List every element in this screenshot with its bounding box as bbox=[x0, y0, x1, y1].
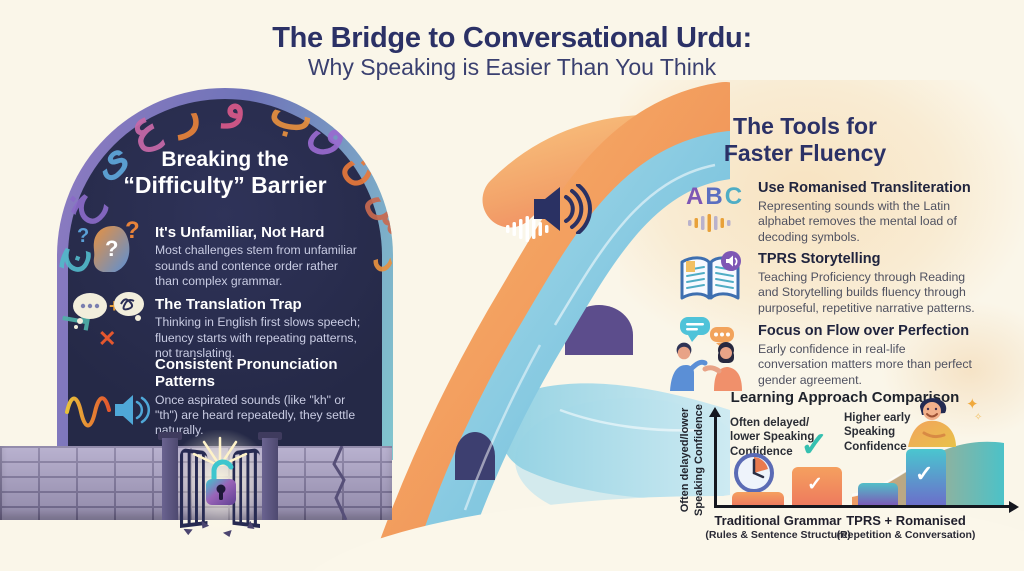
speaker-icon bbox=[534, 184, 592, 234]
left-panel-heading-line2: “Difficulty” Barrier bbox=[123, 172, 327, 198]
padlock-icon bbox=[206, 459, 236, 505]
left-item-title: Consistent Pronunciation Patterns bbox=[155, 356, 338, 391]
tool-body: Teaching Proficiency through Reading and… bbox=[758, 269, 975, 315]
head-question-icon: ? ? ? bbox=[77, 218, 140, 272]
difficulty-barrier-panel: ج خ ی ع ر و ب ق ن س د ط Breaking the “Di… bbox=[57, 88, 393, 460]
tool-body: Representing sounds with the Latin alpha… bbox=[758, 198, 957, 244]
wall-crack bbox=[332, 446, 348, 520]
left-panel-heading: Breaking the bbox=[161, 148, 289, 171]
x-axis bbox=[714, 505, 1010, 508]
gate-post-cap bbox=[258, 432, 282, 440]
svg-text:?: ? bbox=[77, 225, 89, 247]
tools-panel: The Tools for Faster Fluency ABC Use Rom… bbox=[660, 95, 1020, 395]
chart-y-axis-label: Often delayed/lower Speaking Confidence bbox=[679, 404, 705, 516]
svg-text:✕: ✕ bbox=[98, 326, 116, 351]
learning-approach-chart: Learning Approach Comparison Often delay… bbox=[660, 385, 1024, 571]
page-title: The Bridge to Conversational Urdu: bbox=[272, 22, 752, 54]
thought-clouds-translation-icon: + ✕ bbox=[73, 292, 144, 351]
sparkle-icon: ✦ bbox=[966, 396, 979, 413]
sparkle-icon: ✧ bbox=[974, 412, 983, 423]
teal-checkmark-icon: ✓ bbox=[800, 426, 829, 464]
bridge-river-illustration bbox=[377, 82, 730, 571]
svg-text:?: ? bbox=[105, 236, 118, 261]
tools-heading-line1: The Tools for bbox=[733, 113, 877, 139]
gate-post bbox=[162, 438, 178, 520]
mini-equalizer-icon bbox=[688, 214, 731, 232]
bar-traditional-tall: ✓ bbox=[792, 467, 842, 505]
bar-traditional-short bbox=[732, 492, 784, 505]
peach-cloud-small bbox=[880, 300, 1024, 440]
clock-icon bbox=[734, 453, 774, 493]
happy-learner-character bbox=[908, 398, 956, 447]
x-axis-arrow bbox=[1009, 500, 1019, 513]
chart-left-annotation: Often delayed/ lower Speaking Confidence bbox=[730, 417, 815, 458]
chart-right-annotation: Higher early Speaking Confidence bbox=[844, 412, 911, 453]
checkmark-icon: ✓ bbox=[915, 461, 934, 486]
y-axis-arrow bbox=[709, 407, 721, 417]
svg-text:?: ? bbox=[125, 218, 140, 244]
conversation-people-icon bbox=[670, 317, 742, 391]
x-label-traditional: Traditional Grammar bbox=[714, 513, 842, 528]
arch-inner-background bbox=[68, 99, 382, 460]
calligraphy-glyph: و bbox=[223, 88, 248, 129]
x-label-tprs: TPRS + Romanised bbox=[846, 513, 966, 528]
left-item-title: It's Unfamiliar, Not Hard bbox=[155, 224, 325, 241]
gate-post bbox=[262, 438, 278, 520]
equalizer-icon bbox=[506, 216, 549, 242]
y-axis bbox=[714, 416, 717, 506]
tool-body: Early confidence in real-life conversati… bbox=[758, 341, 972, 387]
page-subtitle: Why Speaking is Easier Than You Think bbox=[307, 54, 717, 80]
tool-title: TPRS Storytelling bbox=[758, 251, 881, 267]
left-item-title: The Translation Trap bbox=[155, 296, 302, 313]
tool-title: Use Romanised Transliteration bbox=[758, 180, 971, 196]
chart-title: Learning Approach Comparison bbox=[730, 389, 960, 406]
checkmark-icon: ✓ bbox=[807, 474, 823, 495]
gate-post-cap bbox=[158, 432, 182, 440]
bar-tprs-short bbox=[858, 483, 898, 505]
abc-soundwave-icon: ABC bbox=[686, 183, 745, 210]
open-book-audio-icon bbox=[680, 251, 741, 300]
left-item-body: Once aspirated sounds (like "kh" or "th"… bbox=[155, 392, 356, 438]
tool-title: Focus on Flow over Perfection bbox=[758, 323, 970, 339]
x-sublabel-tprs: (Repetition & Conversation) bbox=[836, 528, 976, 541]
tools-heading-line2: Faster Fluency bbox=[723, 140, 887, 167]
x-sublabel-traditional: (Rules & Sentence Structure) bbox=[705, 528, 851, 541]
left-item-body: Thinking in English first slows speech; … bbox=[155, 315, 361, 360]
left-item-body: Most challenges stem from unfamiliar sou… bbox=[155, 243, 357, 288]
bar-tprs-tall: ✓ bbox=[906, 449, 946, 505]
soundwave-speaker-icon bbox=[65, 395, 151, 428]
